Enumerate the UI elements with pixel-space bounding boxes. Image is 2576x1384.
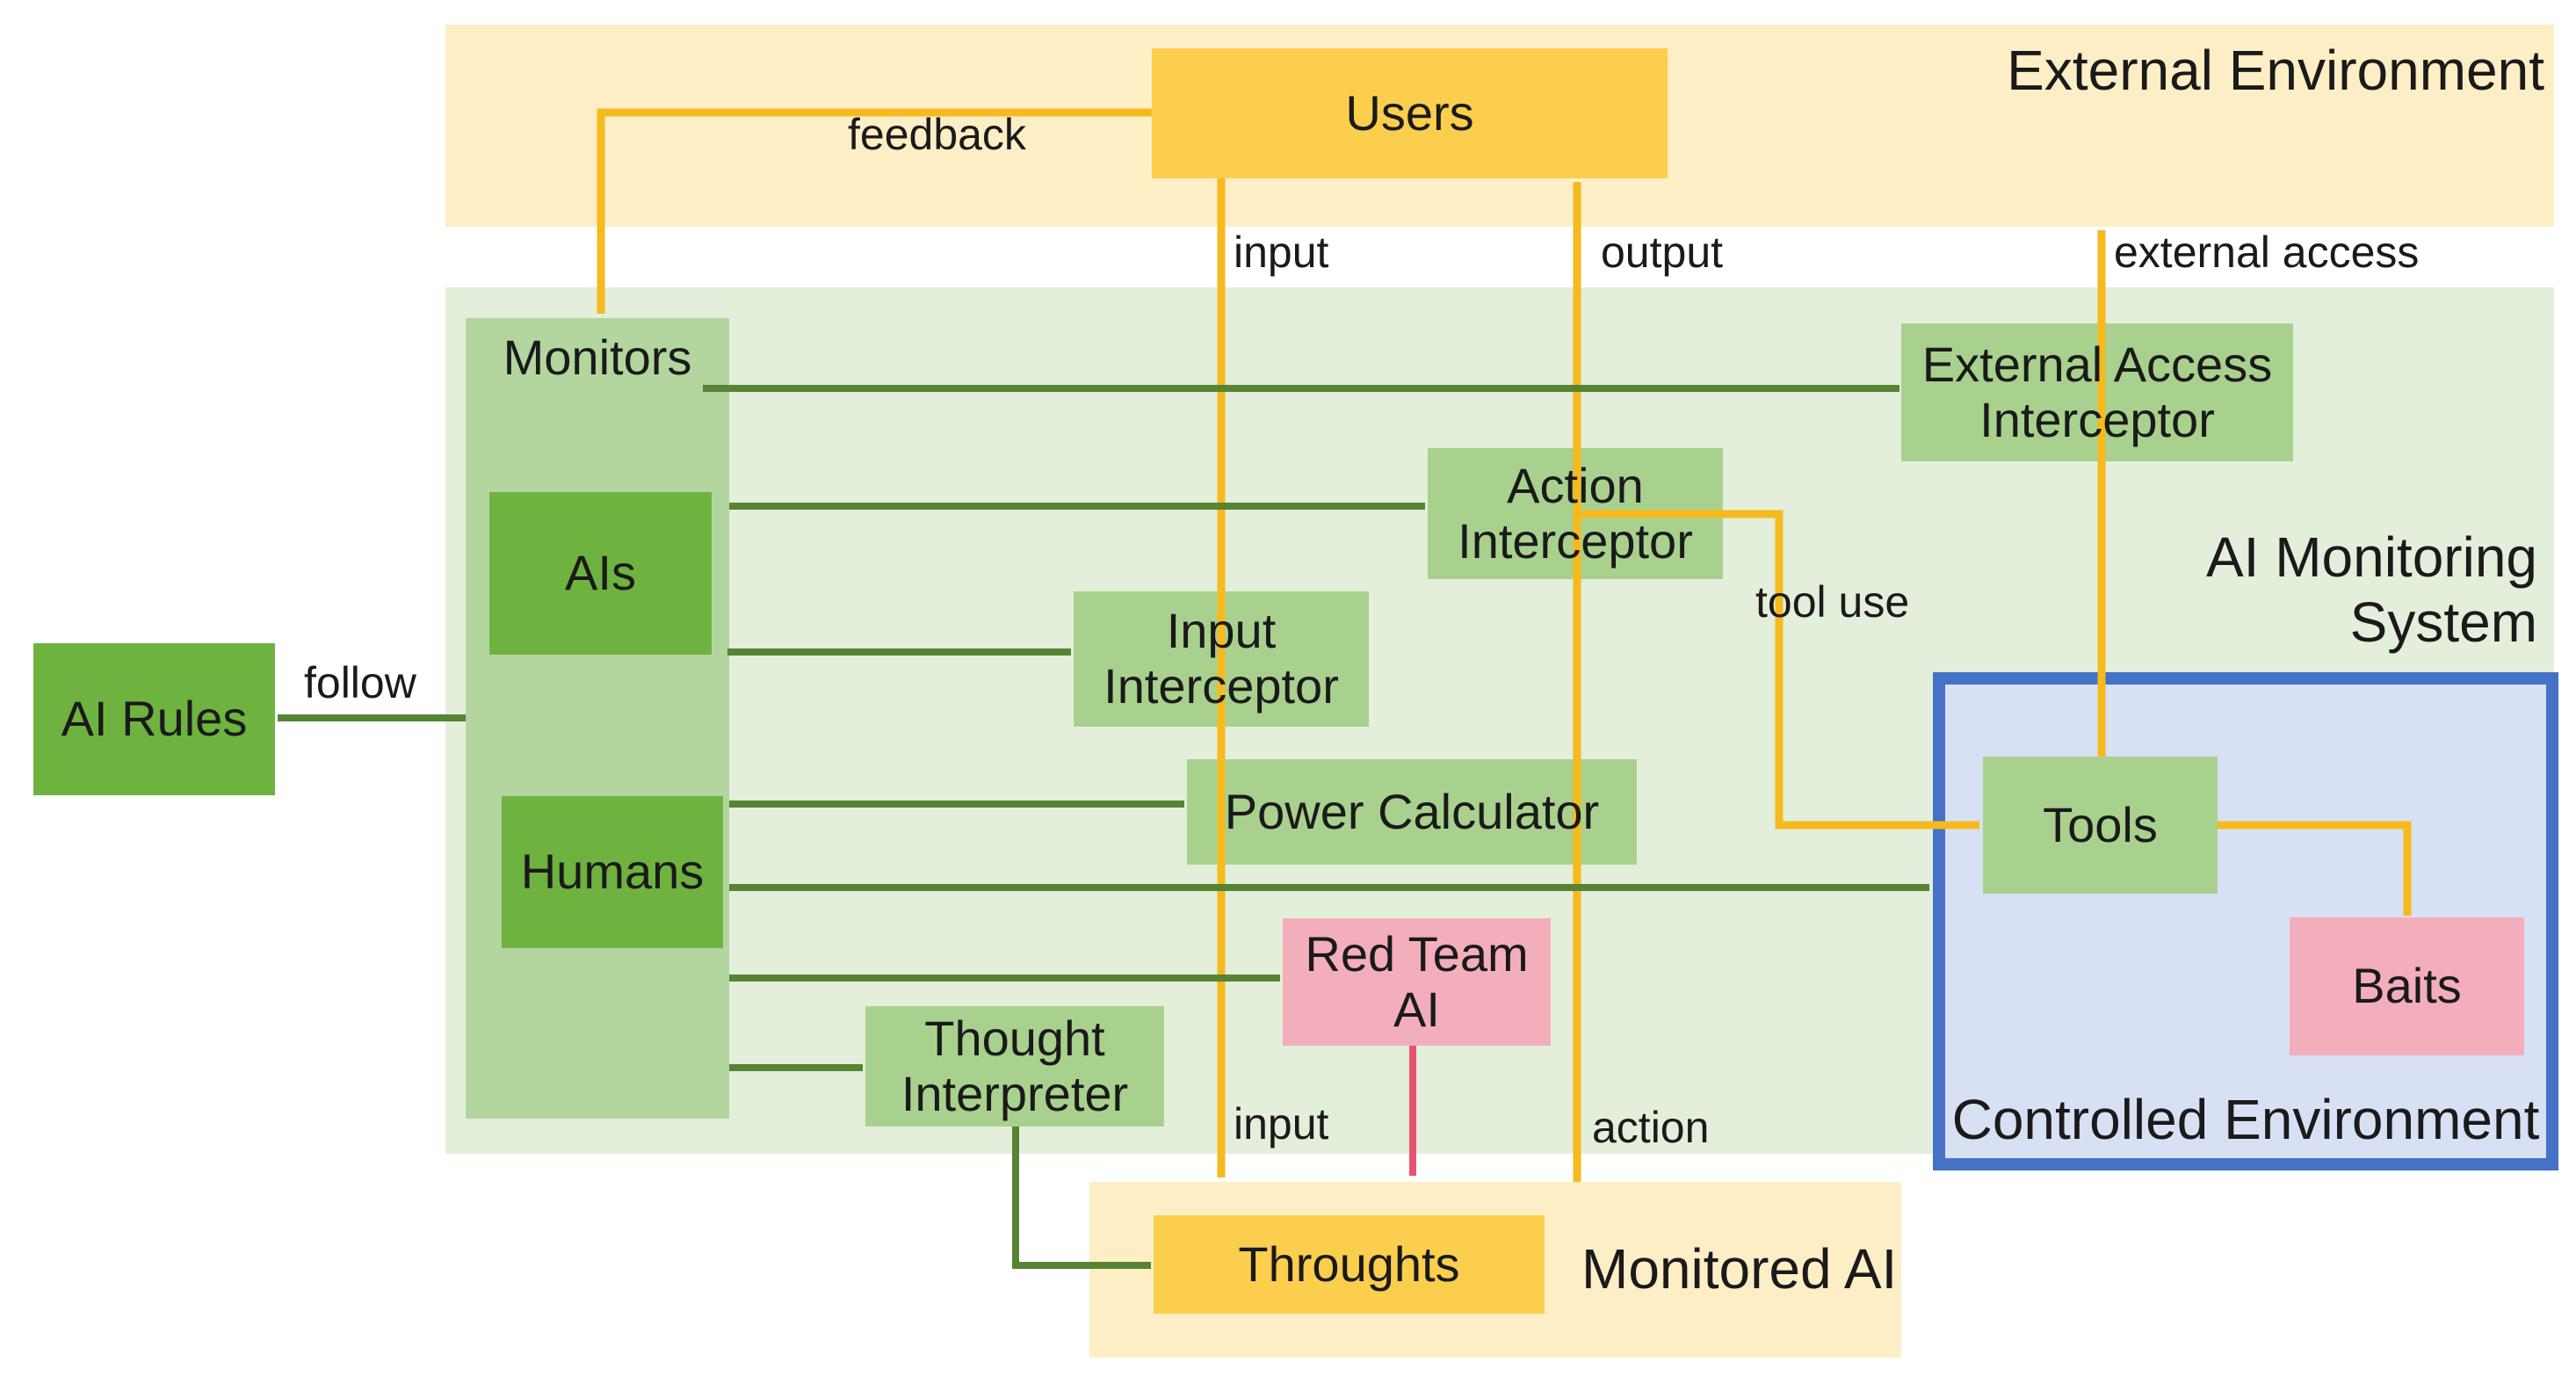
thought-interpreter-label: Thought Interpreter — [901, 1010, 1129, 1121]
ai-monitoring-system-label: AI Monitoring System — [2205, 525, 2537, 654]
red-team-ai-node: Red Team AI — [1283, 918, 1551, 1046]
input-bottom-label: input — [1234, 1099, 1329, 1149]
baits-label: Baits — [2352, 958, 2462, 1014]
humans-label: Humans — [520, 844, 705, 900]
input-top-label: input — [1234, 228, 1329, 277]
ais-node: AIs — [489, 492, 712, 655]
input-interceptor-node: Input Interceptor — [1074, 591, 1369, 727]
controlled-environment-label: Controlled Environment — [1951, 1088, 2540, 1151]
external-access-label: external access — [2114, 228, 2420, 277]
baits-node: Baits — [2290, 917, 2524, 1055]
action-label: action — [1592, 1103, 1710, 1152]
power-calculator-node: Power Calculator — [1187, 759, 1637, 865]
tools-node: Tools — [1983, 757, 2218, 894]
ai-rules-label: AI Rules — [61, 691, 248, 747]
output-label: output — [1601, 228, 1724, 277]
ai-rules-node: AI Rules — [33, 643, 275, 795]
users-label: Users — [1345, 84, 1474, 141]
users-node: Users — [1152, 48, 1668, 178]
external-access-interceptor-label: External Access Interceptor — [1921, 336, 2273, 447]
humans-node: Humans — [502, 796, 723, 948]
feedback-label: feedback — [848, 110, 1026, 159]
follow-label: follow — [304, 658, 416, 707]
power-calculator-label: Power Calculator — [1224, 783, 1600, 839]
input-interceptor-label: Input Interceptor — [1103, 603, 1339, 714]
external-access-interceptor-node: External Access Interceptor — [1901, 323, 2293, 461]
throughts-node: Throughts — [1154, 1215, 1545, 1314]
tools-label: Tools — [2043, 796, 2158, 852]
action-interceptor-label: Action Interceptor — [1458, 457, 1693, 569]
monitors-label: Monitors — [503, 330, 692, 385]
monitors-node: Monitors — [466, 318, 729, 1119]
action-interceptor-node: Action Interceptor — [1428, 448, 1723, 579]
external-environment-label: External Environment — [2007, 39, 2544, 102]
thought-interpreter-node: Thought Interpreter — [865, 1006, 1164, 1127]
red-team-ai-label: Red Team AI — [1305, 925, 1529, 1037]
monitored-ai-label: Monitored AI — [1581, 1237, 1898, 1301]
tool-use-label: tool use — [1755, 577, 1910, 627]
ais-label: AIs — [565, 545, 636, 601]
throughts-label: Throughts — [1238, 1235, 1460, 1292]
